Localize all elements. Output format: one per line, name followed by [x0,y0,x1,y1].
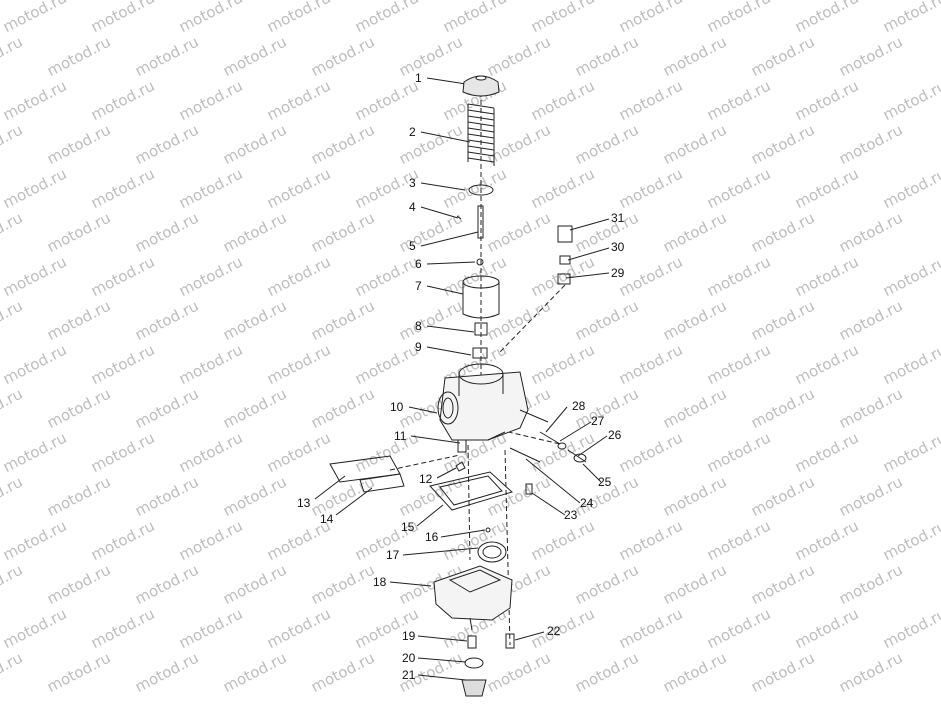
callout-25: 25 [598,475,612,489]
callout-21: 21 [402,668,416,682]
callout-17: 17 [386,548,400,562]
part-float [477,541,507,563]
callout-16: 16 [425,530,439,544]
part-bowl-plug [461,679,487,697]
callout-23: 23 [564,508,578,522]
callout-22: 22 [547,624,561,638]
part-float-bowl [433,565,513,631]
part-carburetor-body [437,363,549,441]
callout-11: 11 [394,429,407,443]
part-o-ring [464,657,484,669]
callout-6: 6 [415,257,422,271]
callout-1: 1 [415,71,422,85]
part-fitting [474,322,488,336]
part-cap [462,75,500,97]
callout-18: 18 [373,575,387,589]
callout-4: 4 [409,200,416,214]
callout-15: 15 [401,520,415,534]
part-top-nut [472,347,488,359]
part-gasket [429,471,513,511]
part-spring [467,103,495,166]
part-pilot-needle [509,447,541,463]
callout-10: 10 [390,400,404,414]
part-bowl-screw [505,633,515,649]
callout-24: 24 [580,496,594,510]
callout-29: 29 [611,266,625,280]
assembly-axes [389,84,566,646]
part-washer [468,184,494,196]
callout-30: 30 [611,240,625,254]
callout-9: 9 [415,340,422,354]
callout-5: 5 [409,239,416,253]
part-clip [456,215,462,220]
callout-19: 19 [402,629,416,643]
callout-27: 27 [591,414,605,428]
part-throttle-valve [462,275,500,319]
part-needle-seat [476,258,484,266]
part-idle-screw [525,483,533,495]
part-cable-adjuster [557,225,573,285]
callout-7: 7 [415,279,422,293]
callout-28: 28 [572,399,586,413]
part-drain-screw [467,635,477,649]
callout-14: 14 [320,512,334,526]
callout-31: 31 [611,211,625,225]
part-adjust-screw [539,431,587,463]
callout-8: 8 [415,319,422,333]
callout-20: 20 [402,651,416,665]
callout-26: 26 [608,428,622,442]
callout-13: 13 [297,496,311,510]
leader-lines [314,77,610,681]
part-needle [477,205,484,239]
part-needle-jet [455,461,466,472]
part-jet [457,439,467,453]
callout-12: 12 [419,472,433,486]
callout-2: 2 [409,125,416,139]
callout-3: 3 [409,176,416,190]
part-plates [329,455,405,493]
part-pin [485,527,491,533]
